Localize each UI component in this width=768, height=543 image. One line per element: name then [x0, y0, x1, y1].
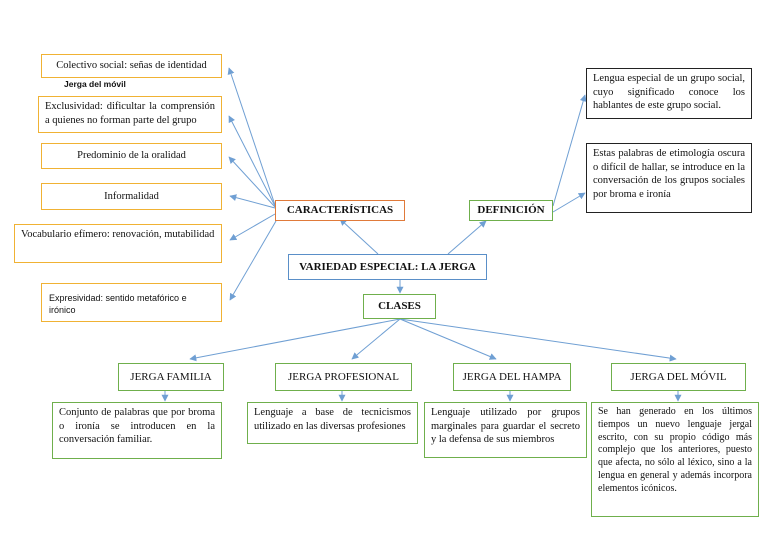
definicion-node: DEFINICIÓN [469, 200, 553, 221]
arrow-car-6 [229, 220, 277, 301]
arrow-car-4 [229, 194, 276, 209]
clases-node: CLASES [363, 294, 436, 319]
desc-familia: Conjunto de palabras que por broma o iro… [52, 402, 222, 459]
def-item-1: Lengua especial de un grupo social, cuyo… [586, 68, 752, 119]
arrow-title-caracteristicas [339, 218, 379, 255]
car-note: Jerga del móvil [64, 79, 126, 89]
car-item-6: Expresividad: sentido metafórico e iróni… [41, 283, 222, 322]
arrow-cls-1 [189, 318, 401, 362]
class-profesional: JERGA PROFESIONAL [275, 363, 412, 391]
desc-movil: Se han generado en los últimos tiempos u… [591, 402, 759, 517]
arrow-car-1 [227, 67, 276, 206]
car-item-3: Predominio de la oralidad [41, 143, 222, 169]
arrow-def-1 [552, 94, 587, 207]
caracteristicas-node: CARACTERÍSTICAS [275, 200, 405, 221]
car-item-1: Colectivo social: señas de identidad [41, 54, 222, 78]
class-movil: JERGA DEL MÓVIL [611, 363, 746, 391]
arrow-car-5 [229, 213, 276, 241]
desc-profesional: Lenguaje a base de tecnicismos utilizado… [247, 402, 418, 444]
arrow-title-definicion [447, 220, 487, 255]
car-item-5: Vocabulario efímero: renovación, mutabil… [14, 224, 222, 263]
car-item-2: Exclusividad: dificultar la comprensión … [38, 96, 222, 133]
page-title: VARIEDAD ESPECIAL: LA JERGA [288, 254, 487, 280]
arrow-cls-3 [399, 318, 497, 360]
car-item-4: Informalidad [41, 183, 222, 210]
arrow-car-2 [228, 115, 276, 207]
arrow-car-3 [228, 156, 276, 208]
arrow-def-2 [552, 192, 586, 213]
def-item-2: Estas palabras de etimología oscura o di… [586, 143, 752, 213]
arrow-cls-4 [399, 318, 677, 362]
class-familia: JERGA FAMILIA [118, 363, 224, 391]
class-hampa: JERGA DEL HAMPA [453, 363, 571, 391]
arrow-cls-2 [351, 318, 401, 360]
desc-hampa: Lenguaje utilizado por grupos marginales… [424, 402, 587, 458]
